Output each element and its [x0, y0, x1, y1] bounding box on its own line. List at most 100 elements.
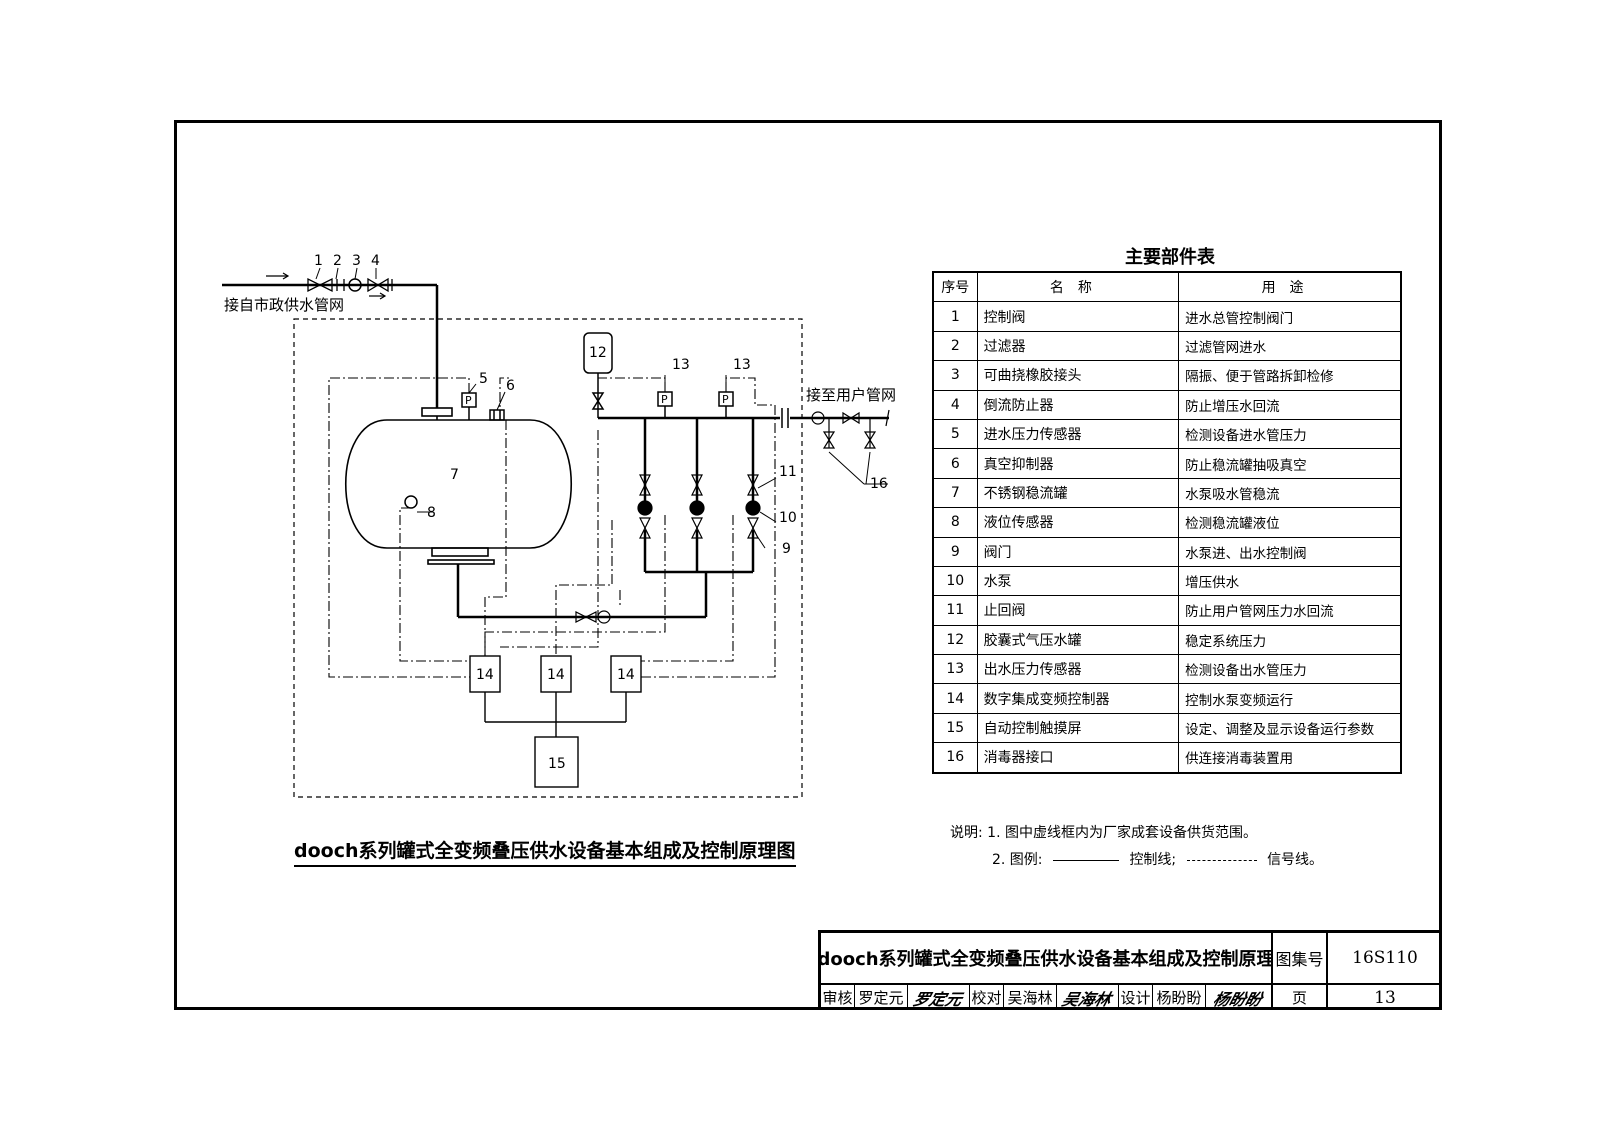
stabilizer-tank — [344, 407, 573, 617]
note-2-signal: 信号线。 — [1267, 852, 1324, 868]
note-2-prefix: 2. 图例: — [992, 852, 1043, 868]
part-number: 2 — [932, 330, 978, 362]
outlet-label: 接至用户管网 — [806, 386, 896, 404]
signal-line-legend — [1186, 859, 1257, 861]
drawing-frame — [174, 120, 1442, 1010]
part-name: 水泵 — [976, 565, 1180, 597]
part-name: 过滤器 — [976, 330, 1180, 362]
part-use: 设定、调整及显示设备运行参数 — [1178, 712, 1402, 744]
atlas-label: 图集号 — [1273, 933, 1328, 985]
pump-leg-3 — [745, 418, 761, 539]
callout-13b: 13 — [733, 357, 751, 373]
filter-2 — [336, 279, 345, 291]
sensor-p-5: P — [465, 394, 472, 407]
part-number: 7 — [932, 477, 978, 509]
note-2-control: 控制线; — [1129, 852, 1177, 868]
part-use: 稳定系统压力 — [1178, 624, 1402, 656]
inlet-pipe — [222, 283, 439, 408]
callout-15: 15 — [548, 756, 566, 772]
part-name: 阀门 — [976, 536, 1180, 567]
part-use: 水泵进、出水控制阀 — [1178, 536, 1402, 567]
callout-13a: 13 — [672, 357, 690, 373]
backflow-preventer-4 — [367, 277, 393, 293]
design-name: 杨盼盼 — [1153, 985, 1206, 1010]
part-number: 16 — [932, 742, 978, 774]
callout-6: 6 — [506, 378, 515, 394]
part-use: 检测设备出水管压力 — [1178, 654, 1402, 685]
part-use: 水泵吸水管稳流 — [1178, 477, 1402, 509]
part-name: 止回阀 — [976, 595, 1180, 626]
callout-leaders — [417, 375, 777, 549]
part-number: 13 — [932, 654, 978, 685]
notes: 说明: 1. 图中虚线框内为厂家成套设备供货范围。 2. 图例: 控制线; 信号… — [950, 820, 1323, 874]
review-signature: 罗定元 — [908, 985, 970, 1010]
callout-12: 12 — [589, 345, 607, 361]
pressure-tank-12 — [583, 332, 613, 418]
check-name: 吴海林 — [1004, 985, 1057, 1010]
atlas-number: 16S110 — [1328, 933, 1442, 985]
page-label: 页 — [1273, 985, 1328, 1010]
callout-11: 11 — [779, 464, 797, 480]
part-use: 隔振、便于管路拆卸检修 — [1178, 360, 1402, 391]
outlet-fittings — [811, 409, 890, 449]
vacuum-suppressor-6 — [489, 409, 505, 421]
control-line-legend — [1052, 859, 1119, 861]
part-name: 数字集成变频控制器 — [976, 683, 1180, 714]
diagram-caption: dooch系列罐式全变频叠压供水设备基本组成及控制原理图 — [294, 836, 796, 867]
part-name: 液位传感器 — [976, 507, 1180, 538]
part-use: 防止稳流罐抽吸真空 — [1178, 448, 1402, 479]
part-use: 进水总管控制阀门 — [1178, 301, 1402, 332]
design-signature: 杨盼盼 — [1206, 985, 1273, 1010]
flange-joint — [781, 408, 789, 428]
check-label: 校对 — [970, 985, 1004, 1010]
part-name: 消毒器接口 — [976, 742, 1180, 774]
part-number: 6 — [932, 448, 978, 479]
note-1: 1. 图中虚线框内为厂家成套设备供货范围。 — [987, 825, 1257, 841]
part-use: 防止用户管网压力水回流 — [1178, 595, 1402, 626]
inlet-label: 接自市政供水管网 — [224, 296, 344, 314]
callout-7: 7 — [450, 467, 459, 483]
parts-table-title: 主要部件表 — [1125, 247, 1215, 268]
part-use: 过滤管网进水 — [1178, 330, 1402, 362]
part-number: 8 — [932, 507, 978, 538]
part-number: 3 — [932, 360, 978, 391]
review-label: 审核 — [821, 985, 855, 1010]
callout-3: 3 — [352, 253, 361, 269]
part-name: 真空抑制器 — [976, 448, 1180, 479]
part-number: 15 — [932, 712, 978, 744]
part-name: 出水压力传感器 — [976, 654, 1180, 685]
callout-14b: 14 — [547, 667, 565, 683]
pump-leg-2 — [689, 418, 705, 539]
signal-lines — [328, 377, 776, 678]
callout-2: 2 — [333, 253, 342, 269]
callout-5: 5 — [479, 371, 488, 387]
part-number: 11 — [932, 595, 978, 626]
part-number: 12 — [932, 624, 978, 656]
callout-14c: 14 — [617, 667, 635, 683]
callout-16: 16 — [870, 476, 888, 492]
control-valve-1 — [307, 277, 333, 293]
notes-label: 说明: — [950, 825, 983, 841]
part-name: 胶囊式气压水罐 — [976, 624, 1180, 656]
supply-scope-box — [293, 318, 803, 798]
part-name: 自动控制触摸屏 — [976, 712, 1180, 744]
part-use: 供连接消毒装置用 — [1178, 742, 1402, 774]
callout-4: 4 — [371, 253, 380, 269]
header-no: 序号 — [932, 271, 978, 303]
part-number: 4 — [932, 389, 978, 420]
header-use: 用途 — [1178, 271, 1402, 303]
part-name: 控制阀 — [976, 301, 1180, 332]
